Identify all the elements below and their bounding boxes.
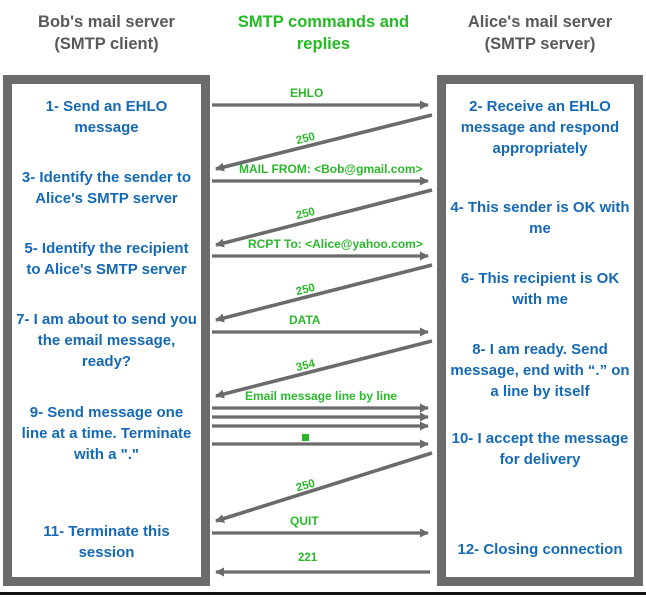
label-reply-221: 221 [298,552,318,564]
server-step-6: 6- This recipient is OK with me [460,270,620,308]
label-quit: QUIT [290,514,319,528]
label-data: DATA [289,313,321,327]
label-message-body: Email message line by line [245,389,398,403]
server-step-4: 4- This sender is OK with me [450,199,630,237]
client-step-11: 11- Terminate this session [43,523,170,561]
header-title-protocol-line2: replies [296,35,351,53]
client-step-3: 3- Identify the sender to Alice's SMTP s… [21,169,192,207]
header-title-server-line2: (SMTP server) [484,35,596,53]
arrow-reply-250-d [215,451,433,523]
message-channel: EHLO MAIL FROM: <Bob@gmail.com> RCPT To:… [210,75,437,586]
client-step-7: 7- I am about to send you the email mess… [16,311,197,370]
server-step-12: 12- Closing connection [457,541,623,558]
column-headers: Bob's mail server (SMTP client) SMTP com… [0,0,646,72]
client-step-1: 1- Send an EHLO message [45,98,168,136]
bottom-divider [0,592,646,595]
arrow-reply-250-a [215,113,433,172]
label-mail-from: MAIL FROM: <Bob@gmail.com> [239,162,423,176]
client-panel: 1- Send an EHLO message 3- Identify the … [3,75,210,586]
arrow-layer [212,100,433,577]
header-title-client-line1: Bob's mail server [38,13,175,31]
label-ehlo: EHLO [290,86,324,100]
smtp-sequence-diagram: 1- Send an EHLO message 3- Identify the … [3,75,643,588]
arrow-reply-250-c [215,263,433,323]
arrow-reply-250-b [215,188,433,248]
arrow-reply-354 [215,339,433,399]
client-step-9: 9- Send message one line at a time. Term… [21,404,192,463]
server-panel: 2- Receive an EHLO message and respond a… [437,75,643,586]
server-panel-inner: 2- Receive an EHLO message and respond a… [446,84,634,577]
header-title-client-line2: (SMTP client) [54,35,159,53]
client-panel-inner: 1- Send an EHLO message 3- Identify the … [12,84,201,577]
header-title-protocol-line1: SMTP commands and [237,13,410,31]
server-step-10: 10- I accept the message for delivery [451,430,629,468]
label-rcpt-to: RCPT To: <Alice@yahoo.com> [248,237,423,251]
header-title-client: Bob's mail server (SMTP client) [3,11,210,55]
server-step-8: 8- I am ready. Send message, end with “.… [450,341,630,400]
header-title-server-line1: Alice's mail server [467,13,613,31]
header-title-server: Alice's mail server (SMTP server) [437,11,643,55]
header-title-protocol: SMTP commands and replies [212,11,435,55]
client-step-5: 5- Identify the recipient to Alice's SMT… [24,240,189,278]
server-step-2: 2- Receive an EHLO message and respond a… [460,98,620,157]
message-terminator-dot-icon [302,434,309,441]
